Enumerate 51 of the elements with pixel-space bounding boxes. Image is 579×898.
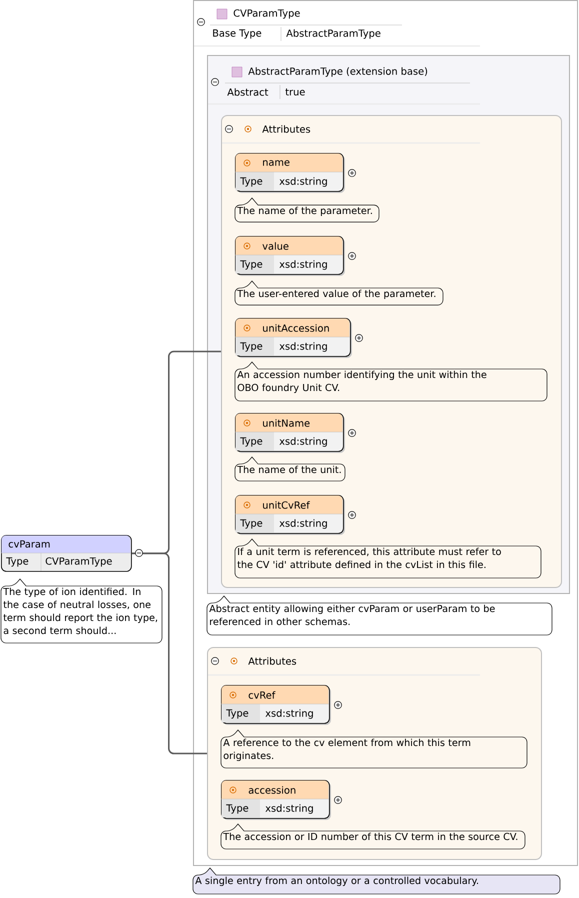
property-label: Type bbox=[240, 437, 262, 447]
property-value: xsd:string bbox=[265, 804, 313, 814]
property-label: Type bbox=[240, 260, 262, 270]
property-label: Type bbox=[240, 177, 262, 187]
doc-callout: The name of the parameter. bbox=[234, 198, 380, 222]
doc-callout: Abstract entity allowing either cvParam or userParam to be referenced in other schemas. bbox=[206, 596, 552, 636]
type-name: AbstractParamType (extension base) bbox=[248, 67, 428, 77]
attribute-name: name bbox=[263, 160, 290, 166]
property-label: Type bbox=[6, 557, 28, 567]
property-label: Abstract bbox=[227, 88, 268, 96]
property-value: xsd:string bbox=[279, 519, 327, 529]
property-value: AbstractParamType bbox=[286, 29, 380, 39]
attribute-name: accession bbox=[248, 786, 296, 794]
property-label: Type bbox=[226, 709, 248, 719]
attribute-box bbox=[220, 685, 331, 725]
doc-callout: If a unit term is referenced, this attribute must refer to the CV 'id' attribute defined in the cvList in this file. bbox=[234, 538, 542, 578]
property-label: Type bbox=[240, 342, 262, 352]
property-value: true bbox=[285, 88, 305, 96]
property-value: xsd:string bbox=[265, 709, 313, 719]
type-name: CVParamType bbox=[234, 9, 300, 19]
attribute-box bbox=[234, 495, 345, 535]
group-title: Attributes bbox=[262, 125, 310, 133]
element-name: cvParam bbox=[8, 540, 50, 548]
property-label: Type bbox=[226, 804, 248, 814]
attribute-name: unitCvRef bbox=[263, 501, 310, 509]
doc-callout: A single entry from an ontology or a controlled vocabulary. bbox=[192, 868, 560, 894]
attribute-name: cvRef bbox=[248, 691, 276, 699]
doc-callout: The user-entered value of the parameter. bbox=[234, 280, 444, 306]
attribute-box bbox=[234, 413, 345, 453]
doc-callout: An accession number identifying the unit within the OBO foundry Unit CV. bbox=[234, 362, 548, 402]
attribute-box bbox=[234, 236, 345, 276]
property-value: CVParamType bbox=[46, 557, 112, 567]
property-label: Type bbox=[240, 519, 262, 529]
element-box bbox=[0, 535, 132, 572]
property-value: xsd:string bbox=[279, 177, 327, 187]
connector-line bbox=[132, 552, 207, 754]
property-value: xsd:string bbox=[279, 437, 327, 447]
attribute-name: unitName bbox=[263, 419, 310, 427]
group-title: Attributes bbox=[248, 657, 296, 665]
attribute-name: value bbox=[262, 242, 288, 250]
attribute-box bbox=[220, 780, 331, 820]
property-value: xsd:string bbox=[279, 342, 327, 352]
property-label: Base Type bbox=[213, 29, 262, 39]
property-value: xsd:string bbox=[279, 260, 327, 270]
doc-callout: The name of the unit. bbox=[234, 456, 346, 482]
doc-callout: A reference to the cv element from which this term originates. bbox=[220, 730, 528, 768]
attribute-box bbox=[234, 153, 345, 193]
attribute-box bbox=[234, 318, 352, 358]
doc-callout: The type of ion identified. In the case of neutral losses, one term should report the ion type, a second term should... bbox=[0, 578, 162, 644]
doc-callout: The accession or ID number of this CV term in the source CV. bbox=[220, 824, 526, 850]
attribute-name: unitAccession bbox=[263, 324, 329, 332]
